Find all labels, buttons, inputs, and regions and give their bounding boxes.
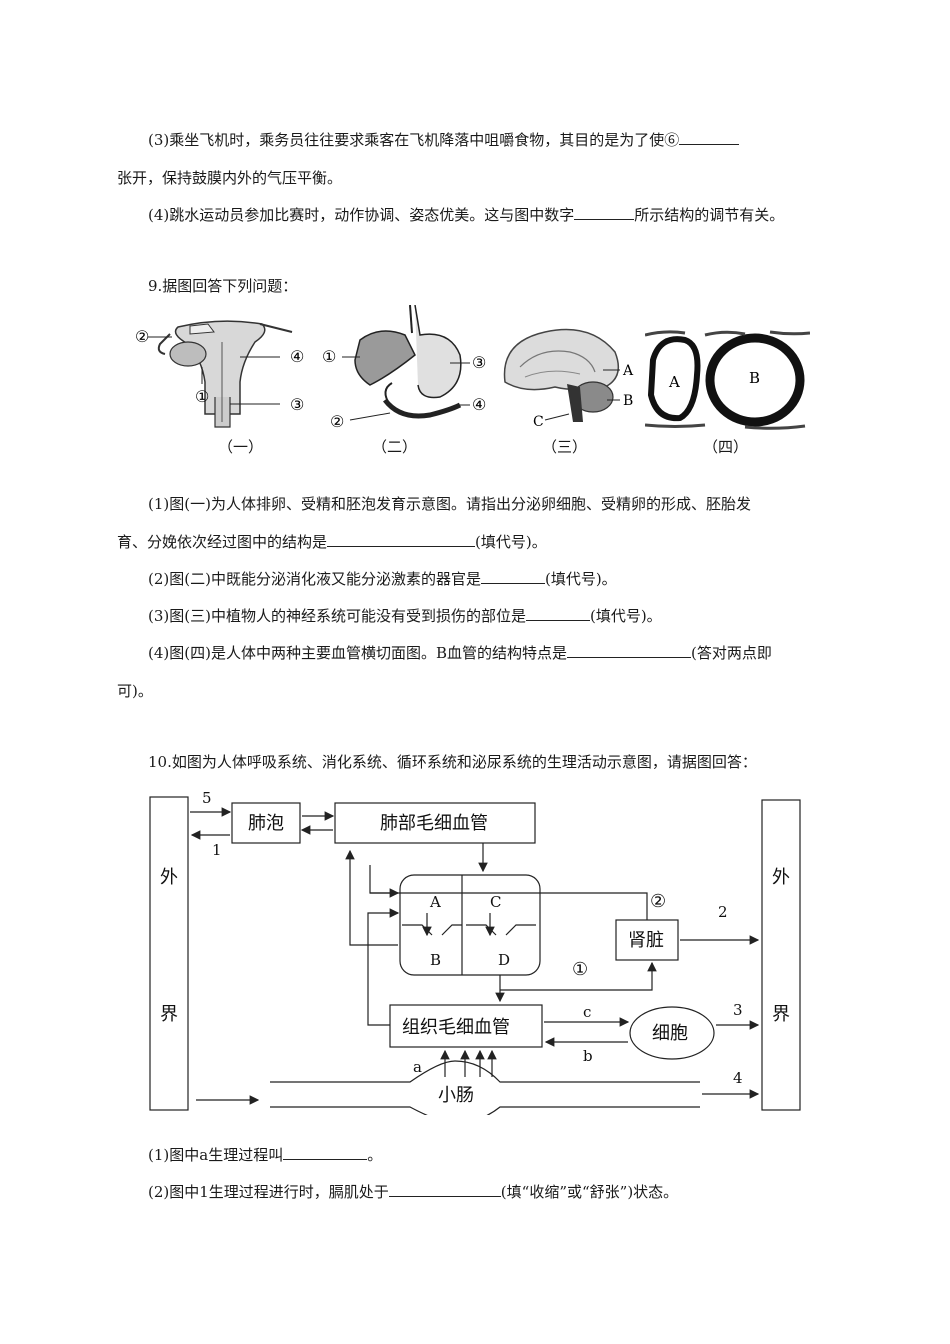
q10-title: 10.如图为人体呼吸系统、消化系统、循环系统和泌尿系统的生理活动示意图，请据图回… <box>148 753 757 771</box>
figure-physiology-diagram: 外 界 外 界 肺泡 肺部毛细血管 肾脏 组织毛细血管 细胞 小肠 A B C … <box>140 785 810 1124</box>
q9-part3: (3)图(三)中植物人的神经系统可能没有受到损伤的部位是(填代号)。 <box>148 606 662 625</box>
outside-left-top: 外 <box>160 867 178 888</box>
tissue-capillary-label: 组织毛细血管 <box>402 1017 510 1038</box>
fig3-caption: （三） <box>542 438 588 456</box>
figure-digestive-organs: ① ③ ② ④ <box>320 304 495 435</box>
answer-blank[interactable] <box>566 643 691 658</box>
q8-part4: (4)跳水运动员参加比赛时，动作协调、姿态优美。这与图中数字所示结构的调节有关。 <box>148 205 785 224</box>
q9-part1-line2: 育、分娩依次经过图中的结构是(填代号)。 <box>117 532 547 551</box>
answer-blank[interactable] <box>388 1182 501 1197</box>
fig2-label-4: ④ <box>472 395 486 414</box>
q9-part1-line1: (1)图(一)为人体排卵、受精和胚泡发育示意图。请指出分泌卵细胞、受精卵的形成、… <box>148 495 751 513</box>
answer-blank[interactable] <box>480 569 545 584</box>
figure-blood-vessels: A B <box>644 330 811 430</box>
fig4-caption: （四） <box>703 438 749 456</box>
process-3-label: 3 <box>733 1001 743 1019</box>
fig1-label-3: ③ <box>290 395 304 414</box>
cell-label: 细胞 <box>652 1023 688 1044</box>
circle-2-label: ② <box>650 891 666 912</box>
heart-D-label: D <box>498 951 510 969</box>
q10-part2: (2)图中1生理过程进行时，膈肌处于(填“收缩”或“舒张”)状态。 <box>148 1182 679 1201</box>
q9-part4-line1: (4)图(四)是人体中两种主要血管横切面图。B血管的结构特点是(答对两点即 <box>148 643 772 662</box>
process-b-label: b <box>583 1047 593 1065</box>
fig1-label-4: ④ <box>290 347 304 366</box>
fig4-label-B: B <box>749 369 760 387</box>
fig3-label-B: B <box>623 393 633 409</box>
q9-title: 9.据图回答下列问题： <box>148 277 298 295</box>
q9-part2: (2)图(二)中既能分泌消化液又能分泌激素的器官是(填代号)。 <box>148 569 617 588</box>
fig1-caption: （一） <box>218 438 264 456</box>
fig2-label-3: ③ <box>472 353 486 372</box>
heart-A-label: A <box>429 893 441 911</box>
alveoli-label: 肺泡 <box>248 813 284 834</box>
heart-B-label: B <box>430 951 441 969</box>
process-2-label: 2 <box>718 903 728 921</box>
fig2-label-1: ① <box>322 347 336 366</box>
outside-left-bottom: 界 <box>160 1004 178 1025</box>
kidney-label: 肾脏 <box>628 930 664 951</box>
fig2-caption: （二） <box>372 438 418 456</box>
process-5-label: 5 <box>202 789 212 807</box>
fig3-label-C: C <box>533 414 544 430</box>
process-1-label: 1 <box>212 841 222 859</box>
q8-part3-line2: 张开，保持鼓膜内外的气压平衡。 <box>117 169 343 187</box>
lung-capillary-label: 肺部毛细血管 <box>380 813 488 834</box>
process-4-label: 4 <box>733 1069 743 1087</box>
heart-C-label: C <box>490 893 501 911</box>
circle-1-label: ① <box>572 959 588 980</box>
answer-blank[interactable] <box>574 205 635 220</box>
figure-reproductive-system: ② ④ ① ③ <box>130 312 330 457</box>
answer-blank[interactable] <box>679 130 740 145</box>
answer-blank[interactable] <box>283 1145 368 1160</box>
process-c-label: c <box>583 1003 591 1021</box>
answer-blank[interactable] <box>525 606 590 621</box>
process-a-label: a <box>413 1058 422 1076</box>
figure-brain: A B C <box>495 322 645 432</box>
small-intestine-label: 小肠 <box>438 1085 474 1106</box>
q8-part3-line1: (3)乘坐飞机时，乘务员往往要求乘客在飞机降落中咀嚼食物，其目的是为了使⑥ <box>148 130 740 150</box>
fig4-label-A: A <box>668 373 680 391</box>
outside-right-top: 外 <box>772 867 790 888</box>
fig2-label-2: ② <box>330 412 344 431</box>
fig3-label-A: A <box>622 363 634 379</box>
answer-blank[interactable] <box>327 532 476 547</box>
q9-part4-line2: 可)。 <box>117 682 153 700</box>
fig1-label-2: ② <box>135 327 149 346</box>
q10-part1: (1)图中a生理过程叫。 <box>148 1145 383 1164</box>
outside-right-bottom: 界 <box>772 1004 790 1025</box>
fig1-label-1: ① <box>195 387 209 406</box>
